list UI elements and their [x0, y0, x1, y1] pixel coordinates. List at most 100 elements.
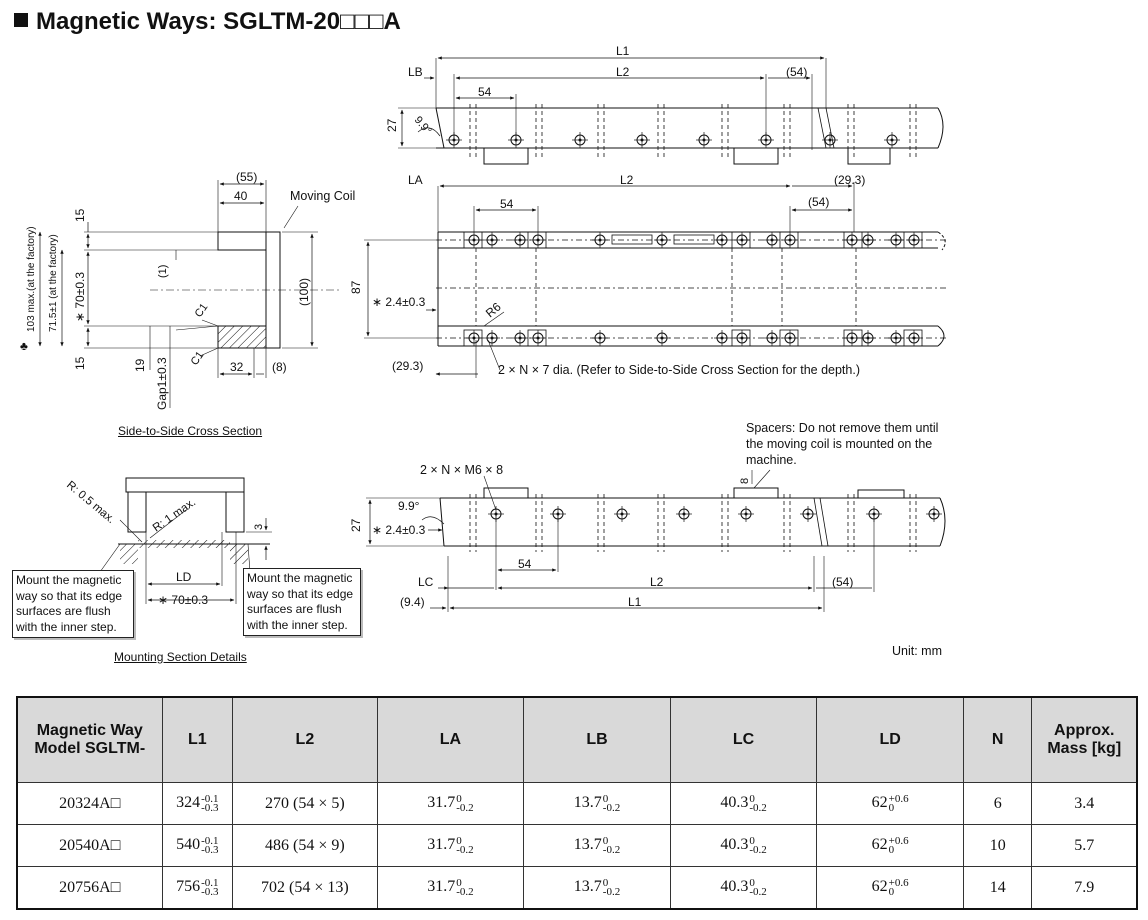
cs-32-label: 32: [230, 360, 244, 374]
mid-r6-label: R6: [483, 300, 504, 321]
cell-model: 20540A□: [16, 824, 163, 867]
cell-la-tolerance: 0-0.2: [456, 792, 474, 814]
plan-view: [364, 182, 946, 378]
col-header-ld: LD: [816, 696, 964, 783]
technical-drawing: L1 L2 LB 54 (54) 27 9.9°: [20, 44, 946, 612]
cell-model: 20756A□: [16, 866, 163, 910]
cell-n: 14: [962, 866, 1033, 910]
bv-54b-label: (54): [832, 575, 853, 589]
mounting-caption: Mounting Section Details: [114, 650, 247, 664]
cell-lc-value: 40.3: [720, 794, 749, 812]
bv-l2-label: L2: [650, 575, 664, 589]
col-header-model: Magnetic Way Model SGLTM-: [16, 696, 163, 783]
mounting-note-right: Mount the magnetic way so that its edge …: [243, 568, 361, 636]
cell-lc-value: 40.3: [720, 836, 749, 854]
cell-l1: 540-0.1-0.3: [161, 824, 234, 867]
cell-ld-tol-lower: 0: [888, 801, 895, 814]
mt-r1-label: R: 1 max.: [151, 496, 198, 534]
cell-la-tol-lower: -0.2: [456, 801, 474, 814]
cs-8-label: (8): [272, 360, 287, 374]
cell-l1-tolerance: -0.1-0.3: [201, 792, 219, 814]
cell-l1: 756-0.1-0.3: [161, 866, 234, 910]
cell-mass: 3.4: [1031, 782, 1138, 825]
cell-ld-tol-upper: +0.6: [888, 792, 909, 805]
cell-lb-tolerance: 0-0.2: [602, 877, 621, 898]
mid-54-label: 54: [500, 197, 514, 211]
mid-holes-note: 2 × N × 7 dia. (Refer to Side-to-Side Cr…: [498, 363, 860, 377]
cell-ld-value: 62: [871, 836, 888, 854]
plan-view-holes: [465, 231, 923, 347]
cell-l1-value: 324: [176, 794, 201, 812]
bv-m6-label: 2 × N × M6 × 8: [420, 463, 503, 477]
cs-103-label: 103 max.(at the factory): [26, 226, 37, 332]
cell-lb-tolerance: 0-0.2: [603, 835, 620, 855]
bv-angle-label: 9.9°: [398, 499, 420, 513]
bv-8-label: 8: [739, 478, 751, 484]
cell-n: 6: [962, 782, 1033, 825]
cell-mass: 5.7: [1031, 824, 1138, 867]
cell-la-tol-lower: -0.2: [456, 885, 474, 898]
bv-54-label: 54: [518, 557, 532, 571]
cell-lb-value: 13.7: [573, 878, 602, 896]
mounting-drawing: [99, 477, 272, 604]
cell-la-tol-upper: 0: [456, 792, 462, 805]
cs-1-label: (1): [157, 265, 169, 278]
mid-la-label: LA: [408, 173, 423, 187]
spec-table: Magnetic Way Model SGLTM- L1 L2 LA LB LC…: [16, 696, 1138, 910]
cell-lb-value: 13.7: [573, 836, 602, 854]
cell-lb-tolerance: 0-0.2: [603, 793, 620, 813]
cell-l2: 702 (54 × 13): [232, 866, 378, 910]
cell-lb-value: 13.7: [573, 794, 602, 812]
table-header-row: Magnetic Way Model SGLTM- L1 L2 LA LB LC…: [16, 696, 1138, 783]
top-54-label: 54: [478, 85, 492, 99]
spacers-note: Spacers: Do not remove them until the mo…: [746, 421, 939, 467]
cross-section-caption: Side-to-Side Cross Section: [118, 424, 263, 438]
cs-gap-label: Gap1±0.3: [155, 357, 169, 410]
bottom-view-holes: [487, 505, 943, 523]
cell-la-value: 31.7: [427, 878, 456, 896]
cell-l1-tol-upper: -0.1: [201, 792, 219, 805]
cell-la-tol-lower: -0.2: [456, 843, 474, 856]
cs-40-label: 40: [234, 189, 248, 203]
bv-27-label: 27: [349, 518, 363, 532]
cs-c1a-label: C1: [193, 301, 211, 319]
bottom-view: [366, 469, 946, 612]
cell-la-tol-upper: 0: [456, 876, 462, 889]
cell-lc-tol-upper: 0: [749, 792, 755, 805]
cs-715-label: 71.5±1 (at the factory): [48, 234, 59, 332]
square-bullet-icon: [14, 13, 28, 27]
mounting-note-left: Mount the magnetic way so that its edge …: [12, 570, 134, 638]
page-title-text: Magnetic Ways: SGLTM-20□□□A: [36, 8, 401, 35]
mid-l2-label: L2: [620, 173, 634, 187]
cell-lb-tol-lower: -0.2: [602, 885, 621, 898]
top-lb-label: LB: [408, 65, 423, 79]
mt-70-label: ∗ 70±0.3: [158, 593, 208, 607]
cs-club-icon: ♣: [20, 339, 28, 353]
top-l1-label: L1: [616, 44, 630, 58]
cell-l1: 324-0.1-0.3: [161, 782, 234, 825]
bv-94-label: (9.4): [400, 595, 425, 609]
cell-l1-tol-lower: -0.3: [201, 801, 219, 814]
col-header-lb: LB: [523, 696, 671, 783]
cross-section-drawing: [38, 180, 340, 408]
cell-n: 10: [962, 824, 1033, 867]
cell-l1-tol-upper: -0.1: [201, 834, 219, 847]
top-54b-label: (54): [786, 65, 807, 79]
cell-model: 20324A□: [16, 782, 163, 825]
cell-lc-tolerance: 0-0.2: [749, 877, 766, 897]
mid-293-label: (29.3): [834, 173, 865, 187]
cs-100-label: (100): [297, 278, 311, 306]
cell-l1-tol-upper: -0.1: [201, 876, 219, 889]
